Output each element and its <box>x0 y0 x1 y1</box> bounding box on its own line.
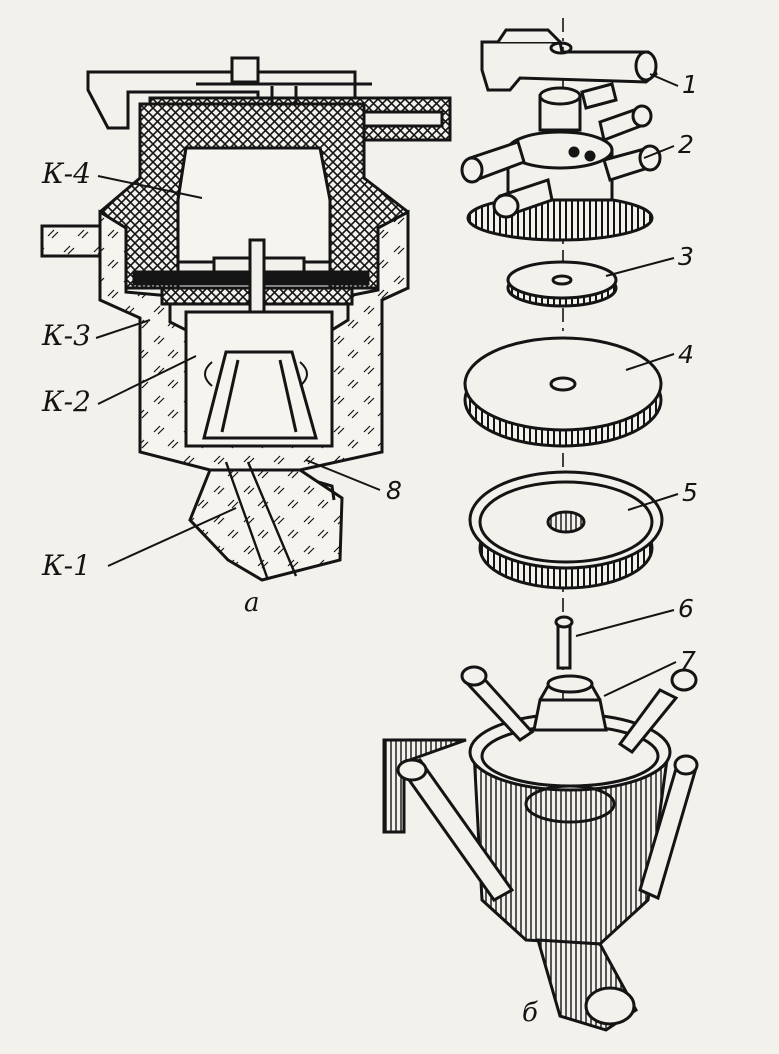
part-6-pin <box>554 615 574 670</box>
part-5-gasket-ring <box>468 470 664 590</box>
part-number-3: 3 <box>678 242 694 271</box>
part-4-filter-disc <box>463 336 663 448</box>
label-k2: К-2 <box>42 385 91 418</box>
label-k3: К-3 <box>42 319 91 352</box>
part-1-bracket <box>480 28 658 92</box>
part-7-sediment-bowl <box>382 665 699 1032</box>
part-3-washer <box>506 260 618 308</box>
caption-b: б <box>522 998 538 1028</box>
figure-b-exploded-view <box>382 18 699 1032</box>
label-8: 8 <box>386 476 402 505</box>
part-number-1: 1 <box>682 70 698 99</box>
caption-a: а <box>244 588 260 618</box>
part-number-2: 2 <box>678 130 694 159</box>
figure-a-leaders <box>95 175 381 567</box>
figure-a-cross-section <box>40 56 452 582</box>
part-2-filter-head <box>460 82 662 242</box>
label-k4: К-4 <box>42 157 91 190</box>
figure-b-leaders <box>575 73 679 697</box>
part-number-5: 5 <box>682 478 698 507</box>
part-number-4: 4 <box>678 340 694 369</box>
part-number-6: 6 <box>678 594 694 623</box>
label-k1: К-1 <box>42 549 91 582</box>
part-number-7: 7 <box>680 646 696 675</box>
